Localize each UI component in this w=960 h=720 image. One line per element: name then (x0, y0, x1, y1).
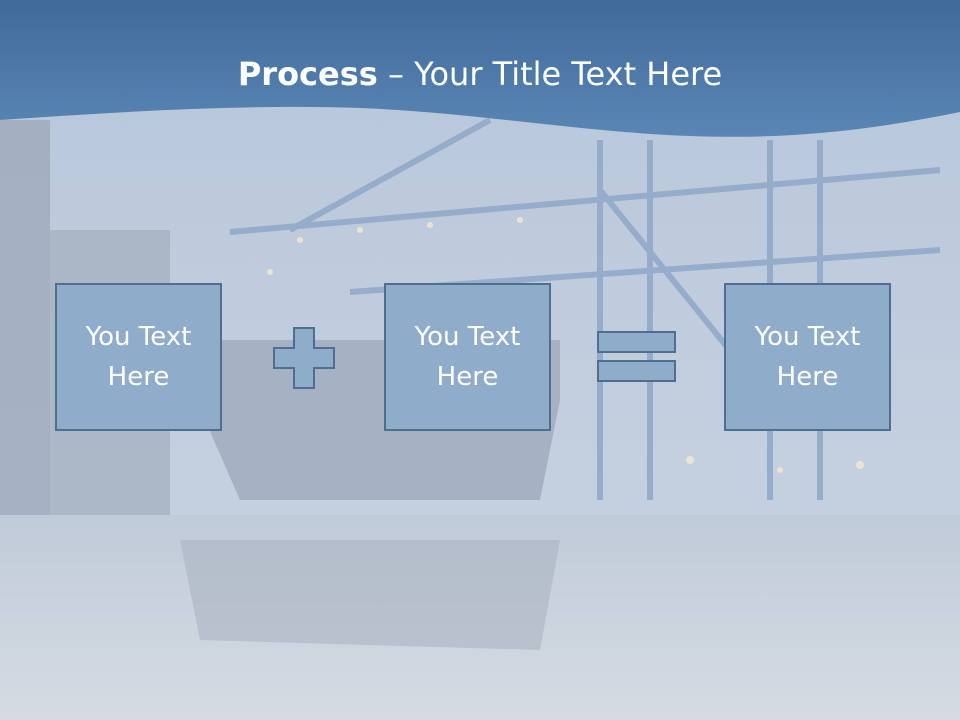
text-box-1[interactable]: You Text Here (55, 283, 222, 431)
title-rest: – Your Title Text Here (377, 55, 723, 93)
equals-icon (597, 331, 676, 382)
text-box-2[interactable]: You Text Here (384, 283, 551, 431)
title-bold: Process (237, 55, 378, 93)
text-box-2-label: You Text Here (414, 322, 521, 392)
text-box-3-label: You Text Here (754, 322, 861, 392)
text-box-1-label: You Text Here (85, 322, 192, 392)
slide-title: Process – Your Title Text Here (0, 52, 960, 96)
text-box-3[interactable]: You Text Here (724, 283, 891, 431)
plus-icon (273, 327, 335, 389)
